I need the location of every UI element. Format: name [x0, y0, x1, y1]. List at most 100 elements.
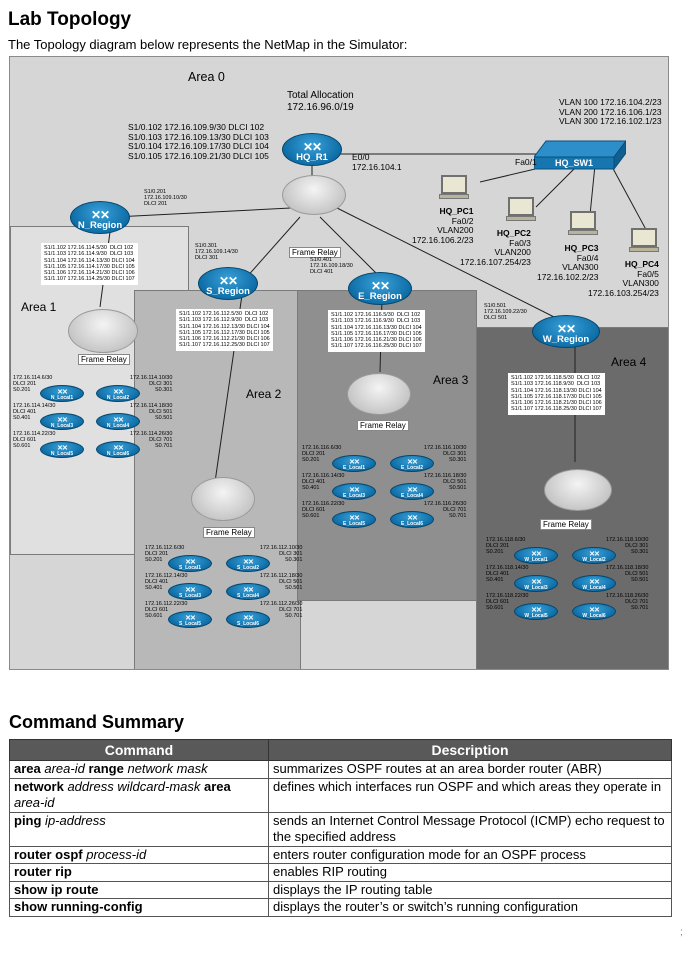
- router-e-local-1[interactable]: ✕✕E_Local1: [332, 455, 376, 472]
- local-ip-label: 172.16.112.26/30 DLCI 701 S0.701: [260, 601, 303, 620]
- table-row: router rip enables RIP routing: [9, 863, 672, 882]
- router-e-local-3[interactable]: ✕✕E_Local3: [332, 483, 376, 500]
- description-cell: defines which interfaces run OSPF and wh…: [268, 777, 672, 813]
- router-s-local-3[interactable]: ✕✕S_Local3: [168, 583, 212, 600]
- router-n-local-2[interactable]: ✕✕N_Local2: [96, 385, 140, 402]
- router-w-local-2[interactable]: ✕✕W_Local2: [572, 547, 616, 564]
- command-cell: show running-config: [9, 898, 269, 917]
- command-cell: show ip route: [9, 880, 269, 899]
- area-3-label: Area 3: [433, 373, 469, 387]
- router-n-local-5[interactable]: ✕✕N_Local5: [40, 441, 84, 458]
- router-w-local-4[interactable]: ✕✕W_Local4: [572, 575, 616, 592]
- local-ip-label: 172.16.116.14/30 DLCI 401 S0.401: [302, 473, 345, 492]
- command-summary-heading: Command Summary: [9, 712, 185, 732]
- local-ip-label: 172.16.116.22/30 DLCI 601 S0.601: [302, 501, 345, 520]
- router-n-local-4[interactable]: ✕✕N_Local4: [96, 413, 140, 430]
- command-cell: area area-id range network mask: [9, 760, 269, 779]
- local-ip-label: 172.16.112.6/30 DLCI 201 S0.201: [145, 545, 185, 564]
- command-keyword: ping: [14, 812, 42, 828]
- local-ip-label: 172.16.116.10/30 DLCI 301 S0.301: [424, 445, 467, 464]
- frame-relay-area1-label: Frame Relay: [78, 354, 130, 365]
- n-wan-label: S1/0.201 172.16.109.10/30 DLCI 201: [144, 189, 187, 208]
- hq-subinterfaces: S1/0.102 172.16.109.9/30 DLCI 102 S1/0.1…: [128, 122, 269, 161]
- router-e-local-5[interactable]: ✕✕E_Local5: [332, 511, 376, 528]
- pc-hq-pc3[interactable]: [568, 211, 598, 235]
- e-wan-label: S1/0.401 172.16.109.18/30 DLCI 401: [310, 257, 353, 276]
- table-row: show running-config displays the router’s…: [9, 898, 672, 917]
- switch-hq-sw1[interactable]: HQ_SW1: [534, 127, 626, 171]
- command-keyword: range: [88, 761, 124, 776]
- area-2-label: Area 2: [246, 387, 282, 401]
- router-n-local-1[interactable]: ✕✕N_Local1: [40, 385, 84, 402]
- command-summary-table: Command Description area area-id range n…: [9, 739, 672, 917]
- local-ip-label: 172.16.118.6/30 DLCI 201 S0.201: [486, 537, 526, 556]
- local-ip-label: 172.16.118.26/30 DLCI 701 S0.701: [606, 593, 649, 612]
- local-ip-label: 172.16.114.6/30 DLCI 201 S0.201: [13, 375, 53, 394]
- router-s-local-5[interactable]: ✕✕S_Local5: [168, 611, 212, 628]
- local-ip-label: 172.16.112.14/30 DLCI 401 S0.401: [145, 573, 188, 592]
- pc4-label: HQ_PC4 Fa0/5 VLAN300 172.16.103.254/23: [588, 259, 659, 298]
- command-cell: router ospf process-id: [9, 845, 269, 864]
- local-ip-label: 172.16.114.14/30 DLCI 401 S0.401: [13, 403, 56, 422]
- column-header-command: Command: [9, 739, 269, 761]
- description-cell: displays the IP routing table: [268, 880, 672, 899]
- command-cell: network address wildcard-mask area area-…: [9, 777, 269, 813]
- router-s-local-2[interactable]: ✕✕S_Local2: [226, 555, 270, 572]
- vlan-list: VLAN 100 172.16.104.2/23 VLAN 200 172.16…: [559, 97, 662, 126]
- router-e-local-2[interactable]: ✕✕E_Local2: [390, 455, 434, 472]
- router-n-local-6[interactable]: ✕✕N_Local6: [96, 441, 140, 458]
- command-keyword: show running-config: [14, 899, 143, 914]
- w-region-subinterfaces: S1/1.102 172.16.118.5/30 DLCI 102 S1/1.1…: [508, 373, 605, 415]
- router-s-local-1[interactable]: ✕✕S_Local1: [168, 555, 212, 572]
- frame-relay-area2-label: Frame Relay: [203, 527, 255, 538]
- area-4-label: Area 4: [611, 355, 647, 369]
- router-n-region[interactable]: ✕✕N_Region: [70, 201, 130, 234]
- command-cell: router rip: [9, 863, 269, 882]
- local-ip-label: 172.16.118.22/30 DLCI 601 S0.601: [486, 593, 529, 612]
- page-title: Lab Topology: [8, 9, 132, 30]
- router-e-local-6[interactable]: ✕✕E_Local6: [390, 511, 434, 528]
- command-cell: ping ip-address: [9, 811, 269, 847]
- router-s-local-6[interactable]: ✕✕S_Local6: [226, 611, 270, 628]
- router-w-local-3[interactable]: ✕✕W_Local3: [514, 575, 558, 592]
- local-ip-label: 172.16.118.14/30 DLCI 401 S0.401: [486, 565, 529, 584]
- topology-intro: The Topology diagram below represents th…: [8, 37, 408, 52]
- topology-diagram: Area 0 Area 1 Area 2 Area 3 Area 4 Total…: [9, 56, 669, 670]
- router-w-local-5[interactable]: ✕✕W_Local5: [514, 603, 558, 620]
- pc-hq-pc2[interactable]: [506, 197, 536, 221]
- local-ip-label: 172.16.116.18/30 DLCI 501 S0.501: [424, 473, 467, 492]
- local-ip-label: 172.16.114.22/30 DLCI 601 S0.601: [13, 431, 56, 450]
- local-ip-label: 172.16.112.22/30 DLCI 601 S0.601: [145, 601, 188, 620]
- s-region-subinterfaces: S1/1.102 172.16.112.5/30 DLCI 102 S1/1.1…: [176, 309, 273, 351]
- pc3-label: HQ_PC3 Fa0/4 VLAN300 172.16.102.2/23: [537, 243, 599, 282]
- area-1-label: Area 1: [21, 300, 57, 314]
- command-argument: ip-address: [41, 812, 106, 828]
- pc2-label: HQ_PC2 Fa0/3 VLAN200 172.16.107.254/23: [460, 228, 531, 267]
- router-w-local-6[interactable]: ✕✕W_Local6: [572, 603, 616, 620]
- router-e-local-4[interactable]: ✕✕E_Local4: [390, 483, 434, 500]
- pc-hq-pc4[interactable]: [629, 228, 659, 252]
- pc-hq-pc1[interactable]: [439, 175, 469, 199]
- switch-fa01: Fa0/1: [515, 157, 537, 167]
- frame-relay-area3-label: Frame Relay: [357, 420, 409, 431]
- command-argument: area-id: [40, 761, 89, 776]
- router-e-region[interactable]: ✕✕E_Region: [348, 272, 412, 305]
- local-ip-label: 172.16.112.18/30 DLCI 501 S0.501: [260, 573, 303, 592]
- description-cell: enables RIP routing: [268, 863, 672, 882]
- command-keyword: area: [204, 778, 231, 794]
- router-w-region[interactable]: ✕✕W_Region: [532, 315, 600, 348]
- command-keyword: area: [14, 761, 41, 776]
- table-row: network address wildcard-mask area area-…: [9, 777, 672, 813]
- command-keyword: network: [14, 778, 64, 794]
- router-s-local-4[interactable]: ✕✕S_Local4: [226, 583, 270, 600]
- table-header-row: Command Description: [9, 739, 672, 761]
- router-s-region[interactable]: ✕✕S_Region: [198, 267, 258, 300]
- description-cell: displays the router’s or switch’s runnin…: [268, 898, 672, 917]
- router-n-local-3[interactable]: ✕✕N_Local3: [40, 413, 84, 430]
- description-cell: sends an Internet Control Message Protoc…: [268, 811, 672, 847]
- router-hq-r1[interactable]: ✕✕HQ_R1: [282, 133, 342, 166]
- command-keyword: router rip: [14, 864, 72, 879]
- router-w-local-1[interactable]: ✕✕W_Local1: [514, 547, 558, 564]
